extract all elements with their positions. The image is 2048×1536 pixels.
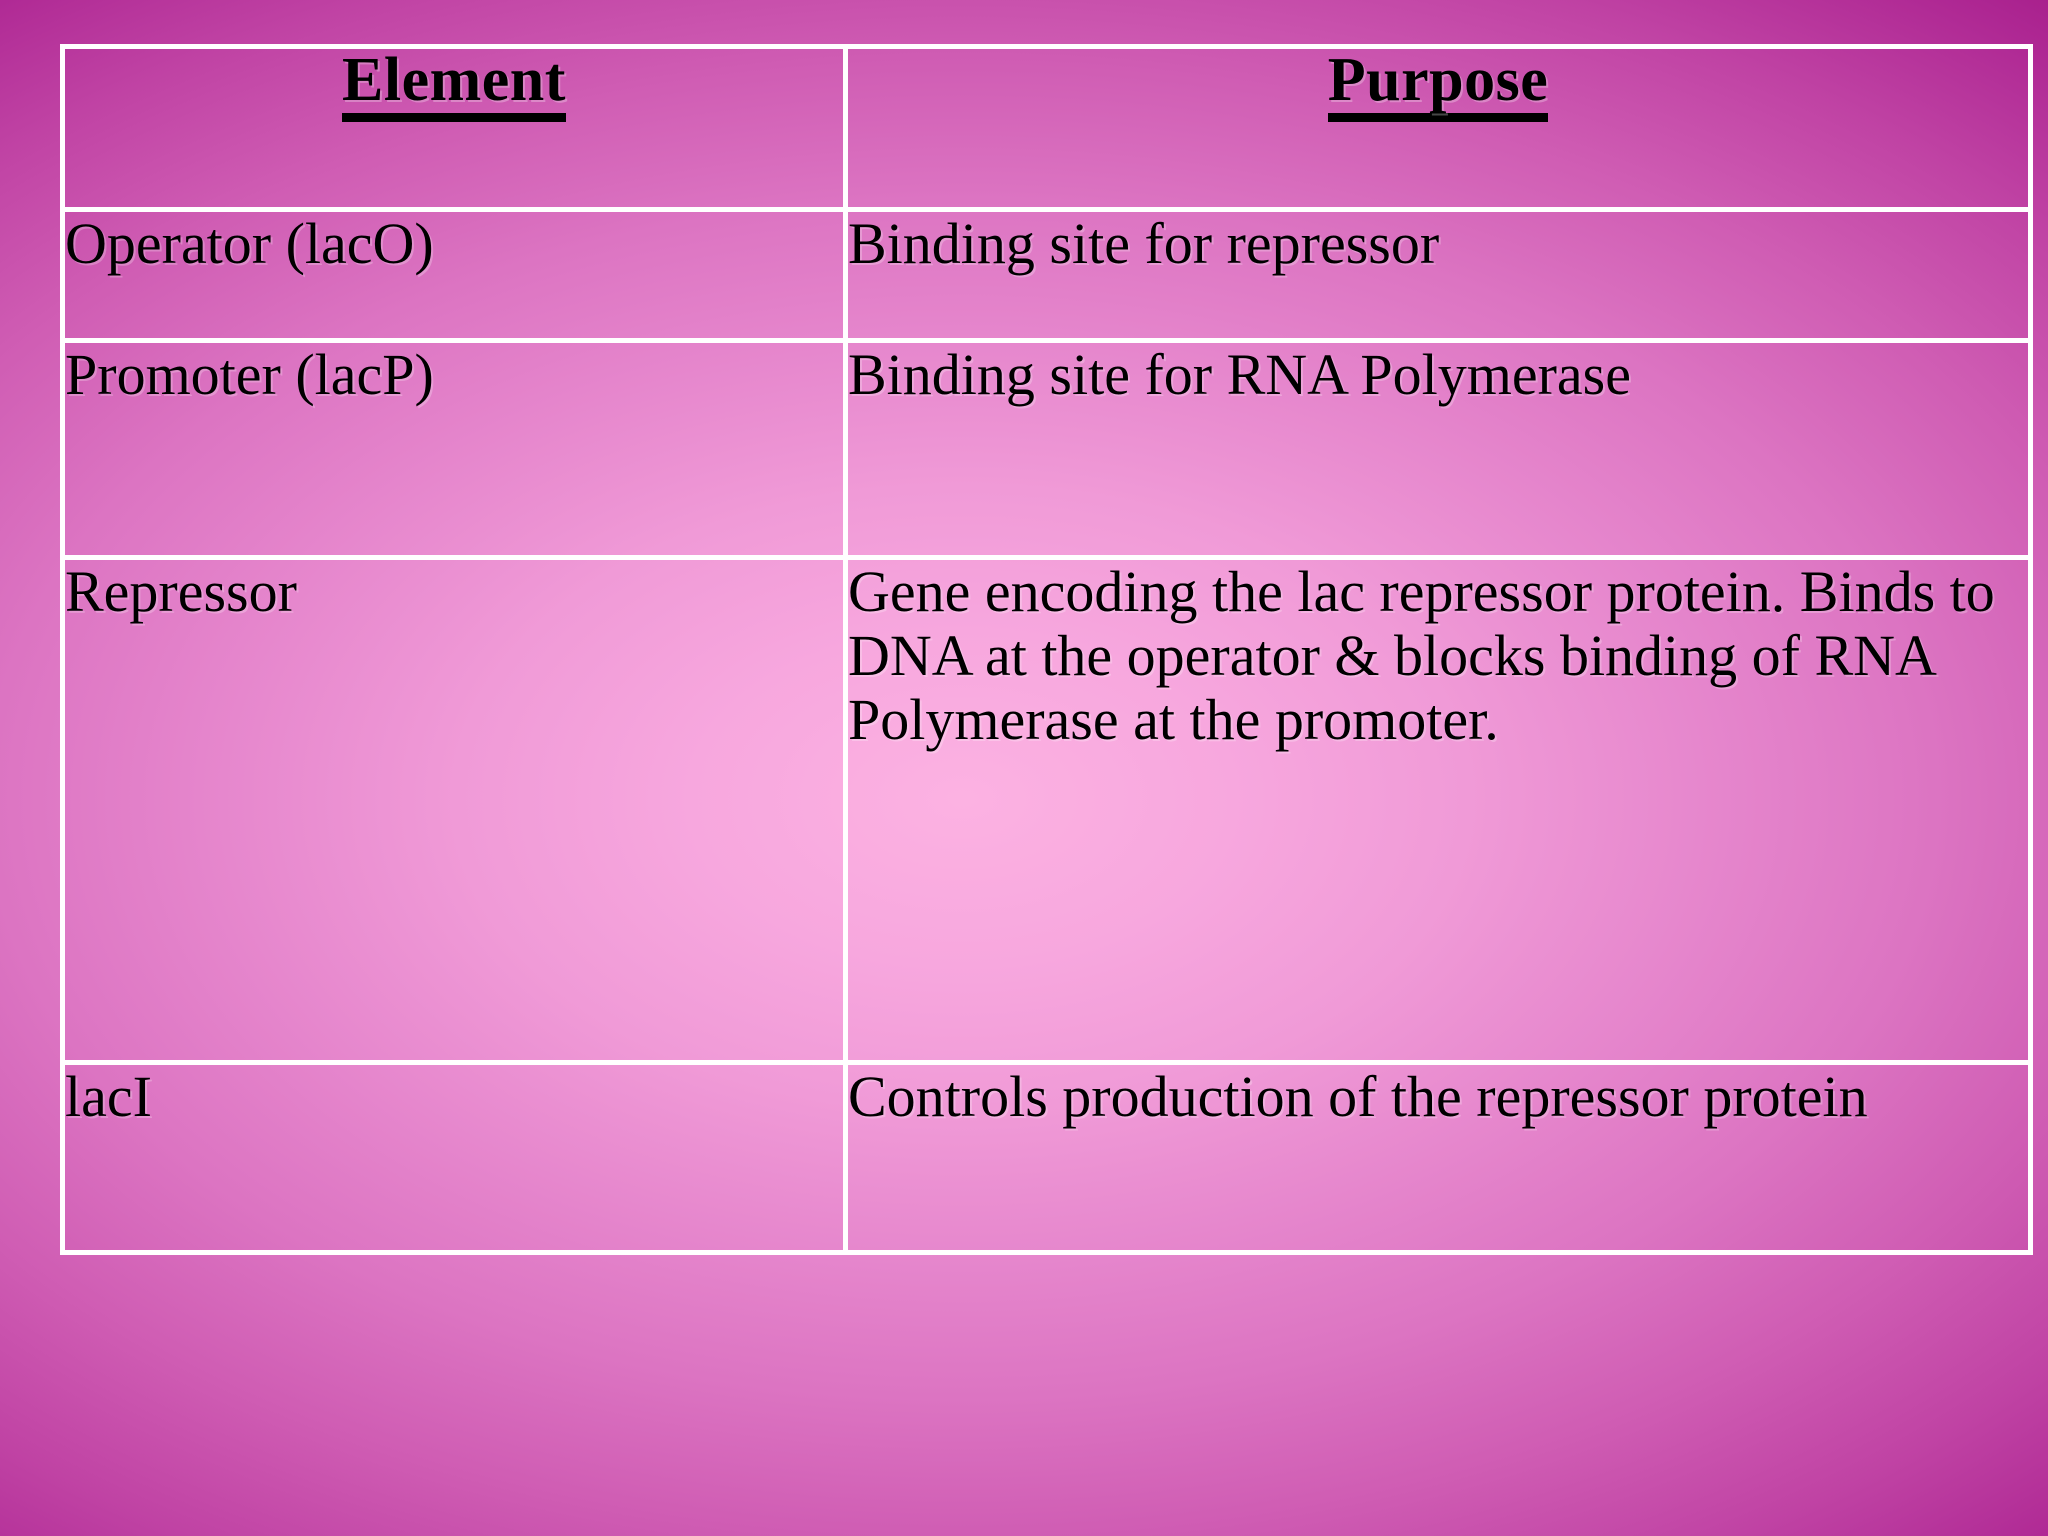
element-name-text: Repressor xyxy=(65,559,297,624)
cell-element-repressor: Repressor xyxy=(60,555,848,1065)
lac-operon-elements-table: Element Purpose Operator (lacO) Binding … xyxy=(60,44,2033,1255)
element-name-text: lacI xyxy=(65,1064,152,1129)
purpose-text: Binding site for repressor xyxy=(848,211,1440,276)
table-row: Operator (lacO) Binding site for repress… xyxy=(60,207,2033,343)
cell-element-laci: lacI xyxy=(60,1060,848,1255)
cell-element-promoter: Promoter (lacP) xyxy=(60,338,848,560)
cell-element-operator: Operator (lacO) xyxy=(60,207,848,343)
table-body: Operator (lacO) Binding site for repress… xyxy=(60,207,2033,1255)
cell-purpose-promoter: Binding site for RNA Polymerase xyxy=(843,338,2033,560)
cell-purpose-repressor: Gene encoding the lac repressor protein.… xyxy=(843,555,2033,1065)
purpose-text: Binding site for RNA Polymerase xyxy=(848,342,1631,407)
column-header-element-label: Element xyxy=(342,49,566,122)
element-name-text: Promoter (lacP) xyxy=(65,342,434,407)
cell-purpose-operator: Binding site for repressor xyxy=(843,207,2033,343)
column-header-element: Element xyxy=(60,44,848,212)
table-header-row: Element Purpose xyxy=(60,44,2033,212)
column-header-purpose: Purpose xyxy=(843,44,2033,212)
element-name-text: Operator (lacO) xyxy=(65,211,434,276)
purpose-text: Gene encoding the lac repressor protein.… xyxy=(848,559,1995,752)
column-header-purpose-label: Purpose xyxy=(1327,49,1549,122)
cell-purpose-laci: Controls production of the repressor pro… xyxy=(843,1060,2033,1255)
table-row: lacI Controls production of the represso… xyxy=(60,1060,2033,1255)
table-row: Repressor Gene encoding the lac represso… xyxy=(60,555,2033,1065)
purpose-text: Controls production of the repressor pro… xyxy=(848,1064,1868,1129)
table-header: Element Purpose xyxy=(60,44,2033,212)
table-row: Promoter (lacP) Binding site for RNA Pol… xyxy=(60,338,2033,560)
